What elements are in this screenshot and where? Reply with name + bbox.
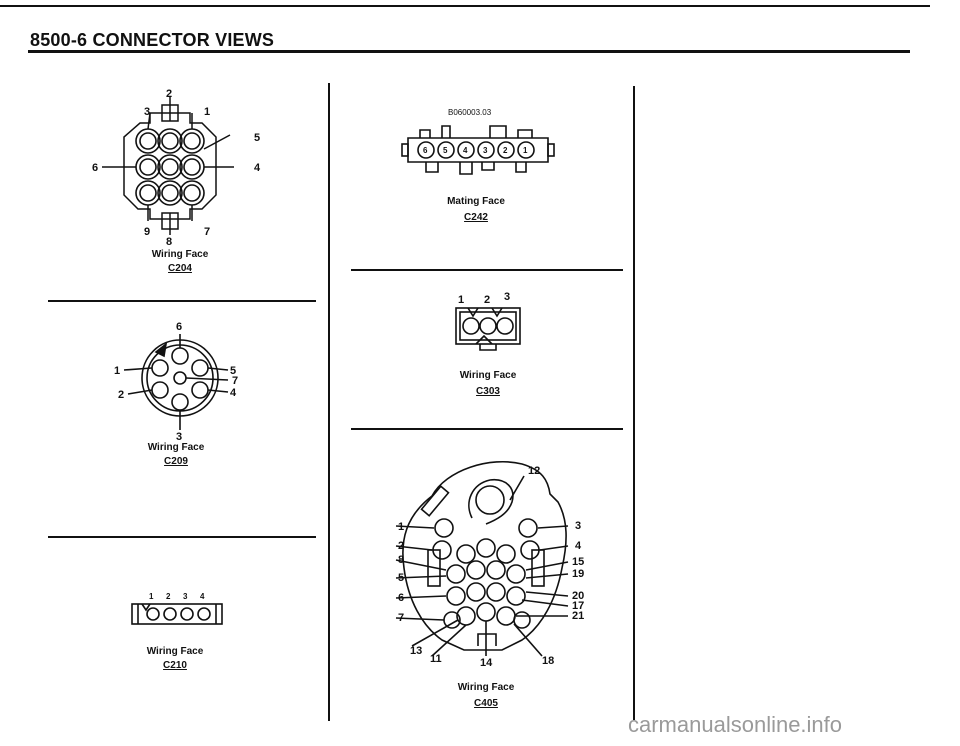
section-divider	[351, 269, 623, 271]
pin-label: 7	[204, 226, 210, 238]
connector-c242-diagram: 6 5 4 3 2 1	[401, 125, 555, 175]
connector-c204-face-label: Wiring Face	[151, 249, 209, 260]
pin-label: 3	[176, 431, 182, 443]
connector-c303-diagram: 1 2 3	[455, 291, 521, 351]
pin-label: 9	[144, 226, 150, 238]
pin-label: 17	[572, 600, 584, 612]
pin-label: 7	[398, 612, 404, 624]
pin-label: 5	[230, 365, 236, 377]
pin-label: 20	[572, 590, 584, 602]
pin-label: 3	[144, 106, 150, 118]
connector-c405-face-label: Wiring Face	[457, 682, 515, 693]
pin-label: 5	[398, 572, 404, 584]
column-divider-left	[328, 83, 330, 721]
pin-label: 11	[430, 653, 442, 665]
pin-label: 3	[483, 146, 488, 155]
pin-label: 8	[166, 236, 172, 248]
header-rule	[0, 5, 930, 7]
column-divider-right	[633, 86, 635, 720]
connector-c303-id: C303	[476, 386, 500, 397]
pin-label: 1	[204, 106, 210, 118]
pin-label: 6	[398, 592, 404, 604]
pin-label: 13	[410, 645, 422, 657]
pin-label: 4	[230, 387, 237, 399]
connector-c210-face-label: Wiring Face	[146, 646, 204, 657]
connector-c209-id: C209	[164, 456, 188, 467]
pin-label: 5	[254, 132, 260, 144]
pin-label: 5	[443, 146, 448, 155]
section-divider	[351, 428, 623, 430]
pin-label: 2	[484, 294, 490, 306]
connector-c204-diagram: 2 3 1 6 4 5 9 7 8	[92, 88, 261, 248]
pin-label: 3	[504, 291, 510, 303]
connector-c204-id: C204	[168, 263, 192, 274]
pin-label: 4	[463, 146, 468, 155]
connector-c405-diagram: 12 1 2 8 5 6 7 3 4 15 19 20 17 21 13 11 …	[395, 460, 584, 669]
pin-label: 1	[398, 521, 404, 533]
pin-label: 2	[503, 146, 508, 155]
pin-label: 4	[575, 540, 582, 552]
connector-c209-diagram: 6 1 2 5 7 4 3	[114, 321, 238, 443]
watermark: carmanualsonline.info	[628, 712, 843, 737]
pin-label: 1	[149, 592, 154, 601]
pin-label: 8	[398, 554, 404, 566]
connector-c303-face-label: Wiring Face	[459, 370, 517, 381]
pin-label: 3	[183, 592, 188, 601]
pin-label: 18	[542, 655, 554, 667]
pin-label: 12	[528, 465, 540, 477]
connector-c405-id: C405	[474, 698, 498, 709]
connector-c242-face-label: Mating Face	[447, 196, 505, 207]
pin-label: 2	[398, 540, 404, 552]
pin-label: 6	[92, 162, 98, 174]
pin-label: 21	[572, 610, 584, 622]
pin-label: 14	[480, 657, 493, 669]
connector-c242-id: C242	[464, 212, 488, 223]
pin-label: 2	[118, 389, 124, 401]
connector-c210-diagram: 1 2 3 4	[131, 592, 223, 625]
pin-label: 1	[458, 294, 464, 306]
page-title: 8500-6 CONNECTOR VIEWS	[30, 30, 275, 50]
pin-label: 6	[423, 146, 428, 155]
connector-c242-part-number: B060003.03	[448, 108, 492, 117]
connector-c210-id: C210	[163, 660, 187, 671]
pin-label: 1	[523, 146, 528, 155]
pin-label: 4	[254, 162, 261, 174]
pin-label: 4	[200, 592, 205, 601]
pin-label: 1	[114, 365, 120, 377]
section-divider	[48, 300, 316, 302]
pin-label: 2	[166, 88, 172, 100]
section-divider	[48, 536, 316, 538]
pin-label: 2	[166, 592, 171, 601]
pin-label: 6	[176, 321, 182, 333]
connector-c209-face-label: Wiring Face	[147, 442, 205, 453]
title-rule	[28, 50, 910, 53]
pin-label: 3	[575, 520, 581, 532]
pin-label: 15	[572, 556, 584, 568]
pin-label: 7	[232, 375, 238, 387]
pin-label: 19	[572, 568, 584, 580]
